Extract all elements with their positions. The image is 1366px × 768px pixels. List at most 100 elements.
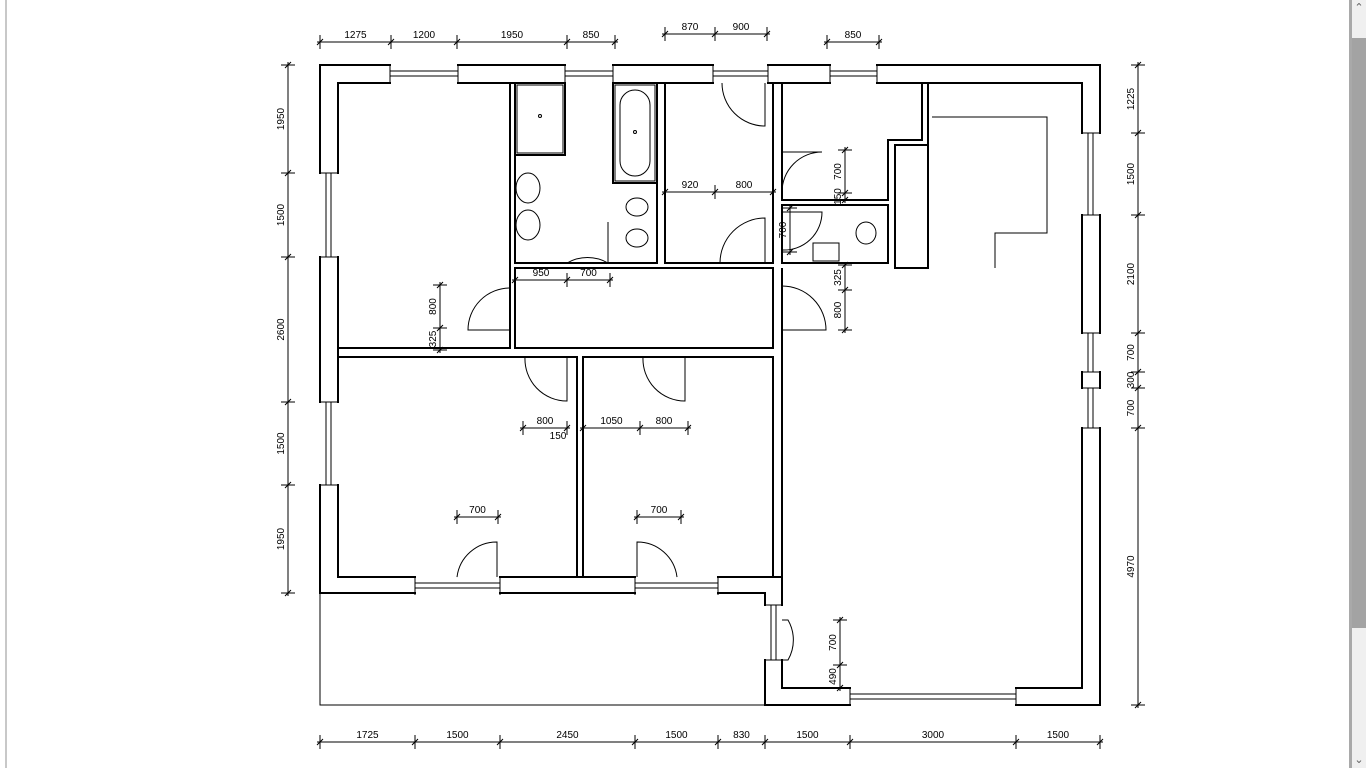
window-opening — [764, 604, 784, 661]
dimension-chain-int-c: 700 — [778, 204, 797, 256]
dimension-label: 850 — [845, 30, 862, 41]
dimension-label: 700 — [469, 505, 486, 516]
dimension-chain-int-e: 800 325 — [428, 281, 447, 354]
dimension-label: 325 — [428, 330, 439, 347]
dimension-lines: 1275 1200 1950 850 870 900 850 1950 1500 2600 1500… — [276, 22, 1145, 749]
dimension-chain-top-a: 1275 1200 1950 850 — [316, 30, 619, 49]
dimension-label: 490 — [828, 668, 839, 685]
dimension-label: 700 — [1126, 344, 1137, 361]
dimension-label: 700 — [778, 221, 789, 238]
dimension-label: 700 — [580, 268, 597, 279]
door-swing — [467, 287, 511, 331]
dimension-label: 700 — [833, 163, 844, 180]
dimension-label: 1500 — [1047, 730, 1070, 741]
window-opening — [1081, 132, 1101, 216]
shower-tray — [516, 84, 564, 154]
door-swing — [781, 285, 827, 331]
dimension-label: 150 — [833, 188, 844, 205]
dimension-label: 2100 — [1126, 262, 1137, 285]
window-opening — [849, 687, 1017, 707]
bathtub — [614, 84, 656, 182]
dimension-chain-int-g: 800 — [519, 416, 571, 435]
dimension-label: 1725 — [356, 730, 379, 741]
chevron-up-icon[interactable]: ⌃ — [1354, 2, 1364, 14]
dimension-label: 800 — [428, 298, 439, 315]
dimension-label: 1050 — [600, 416, 623, 427]
window-opening — [712, 64, 769, 84]
dimension-label: 3000 — [922, 730, 945, 741]
bidet — [625, 228, 649, 248]
dimension-label: 1950 — [276, 527, 287, 550]
chevron-down-icon[interactable]: ⌄ — [1354, 754, 1364, 766]
dimension-label: 1500 — [276, 432, 287, 455]
dimension-chain-top-b: 870 900 — [661, 22, 771, 41]
dimension-label: 920 — [682, 180, 699, 191]
outer-wall-outer-line — [319, 64, 1101, 706]
dimension-label: 1950 — [501, 30, 524, 41]
toilet — [855, 221, 877, 245]
dimension-label: 1500 — [796, 730, 819, 741]
dimension-label: 1500 — [1126, 162, 1137, 185]
washbasin — [515, 209, 541, 241]
dimension-label: 300 — [1126, 371, 1137, 388]
kitchen-counter — [932, 116, 1048, 268]
door-swing — [642, 356, 686, 402]
window-opening — [319, 172, 339, 258]
doors — [456, 82, 827, 661]
dimension-label: 4970 — [1126, 555, 1137, 578]
dimension-chain-left: 1950 1500 2600 1500 1950 — [276, 61, 295, 597]
dimension-label: 950 — [533, 268, 550, 279]
dimension-label: 900 — [733, 22, 750, 33]
dimension-label: 850 — [583, 30, 600, 41]
dimension-chain-int-j: 700 — [633, 505, 685, 524]
dimension-label: 870 — [682, 22, 699, 33]
dimension-label: 800 — [537, 416, 554, 427]
dimension-label: 1950 — [276, 107, 287, 130]
window-opening — [389, 64, 459, 84]
dimension-label: 700 — [828, 634, 839, 651]
door-swing — [456, 541, 498, 578]
walls — [319, 64, 1101, 706]
windows — [319, 64, 1101, 707]
door-swing — [781, 151, 823, 193]
washbasin — [812, 242, 840, 262]
window-opening — [1081, 332, 1101, 373]
terrace-outline — [319, 593, 765, 706]
dimension-label: 2600 — [276, 318, 287, 341]
dimension-label: 1200 — [413, 30, 436, 41]
door-swing — [636, 541, 678, 578]
dimension-label: 800 — [833, 301, 844, 318]
toilet — [625, 197, 649, 217]
dimension-label: 2450 — [556, 730, 579, 741]
dimension-label: 700 — [1126, 399, 1137, 416]
dimension-chain-right: 1225 1500 2100 700 300 700 4970 — [1126, 61, 1145, 709]
scrollbar-thumb[interactable] — [1352, 38, 1366, 628]
sanitary-fixtures — [515, 84, 877, 262]
dimension-label: 325 — [833, 269, 844, 286]
window-opening — [564, 64, 614, 84]
outer-wall-inner-line — [337, 82, 1083, 689]
dimension-chain-int-k: 700 490 — [828, 616, 847, 692]
dimension-label: 700 — [651, 505, 668, 516]
door-swing — [721, 82, 766, 127]
dimension-label: 1500 — [665, 730, 688, 741]
window-opening — [1081, 387, 1101, 429]
dimension-label: 1500 — [276, 203, 287, 226]
dimension-chain-top-c: 850 — [823, 30, 883, 49]
washbasin — [515, 172, 541, 204]
window-opening — [319, 401, 339, 486]
dimension-label: 1275 — [344, 30, 367, 41]
dimension-chain-int-f: 325 800 — [833, 261, 852, 334]
dimension-label: 830 — [733, 730, 750, 741]
window-opening — [634, 576, 719, 596]
vertical-scrollbar[interactable]: ⌃ ⌄ — [1349, 0, 1366, 768]
window-opening — [414, 576, 501, 596]
dimension-label: 1225 — [1126, 87, 1137, 110]
dimension-chain-int-i: 700 — [453, 505, 502, 524]
door-swing — [524, 356, 568, 402]
door-swing — [719, 217, 766, 264]
